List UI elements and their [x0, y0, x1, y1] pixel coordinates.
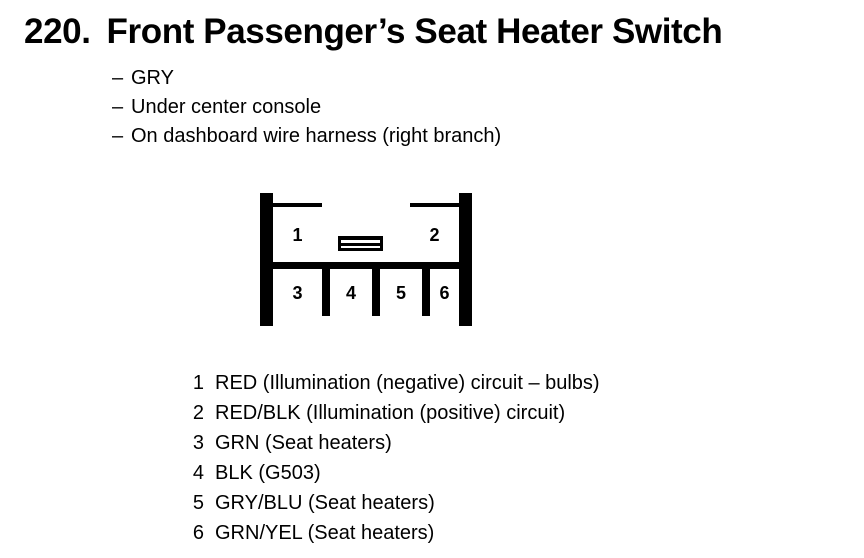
dash-bullet-icon: – — [112, 96, 124, 118]
pin-label: RED (Illumination (negative) circuit – b… — [215, 372, 600, 394]
pin-number: 2 — [192, 402, 204, 424]
page-title-text: Front Passenger’s Seat Heater Switch — [106, 12, 723, 51]
connector-cell-6: 6 — [430, 269, 459, 316]
connector-cell-2: 2 — [410, 207, 459, 262]
pin-label: RED/BLK (Illumination (positive) circuit… — [215, 402, 566, 424]
pin-label: BLK (G503) — [215, 462, 321, 484]
pin-number: 6 — [192, 522, 204, 544]
connector-notch-bottom-right — [446, 316, 459, 326]
pin-number: 3 — [192, 432, 204, 454]
connector-notch-bottom-left — [273, 316, 286, 326]
connector-shell-right — [459, 193, 472, 326]
pin-legend-row: 3 GRN (Seat heaters) — [188, 428, 808, 458]
page-title-number: 220. — [24, 12, 91, 51]
meta-item-label: GRY — [131, 67, 174, 89]
pin-legend-list: 1 RED (Illumination (negative) circuit –… — [188, 368, 808, 548]
connector-top-gap — [322, 193, 410, 262]
connector-notch-top-left — [273, 193, 286, 203]
pin-number: 1 — [192, 372, 204, 394]
page-title: 220. Front Passenger’s Seat Heater Switc… — [24, 12, 840, 52]
pin-legend-row: 5 GRY/BLU (Seat heaters) — [188, 488, 808, 518]
connector-locking-tab-slot-lower — [341, 246, 380, 248]
connector-locking-tab-icon — [338, 236, 383, 251]
pin-legend-row: 4 BLK (G503) — [188, 458, 808, 488]
pin-number: 5 — [192, 492, 204, 514]
pin-legend-row: 1 RED (Illumination (negative) circuit –… — [188, 368, 808, 398]
pin-label: GRY/BLU (Seat heaters) — [215, 492, 435, 514]
connector-cell-3: 3 — [273, 269, 322, 316]
meta-item: – Under center console — [112, 93, 812, 122]
connector-meta-list: – GRY – Under center console – On dashbo… — [112, 64, 812, 151]
connector-diagram: 1 2 3 4 5 6 — [260, 193, 472, 326]
dash-bullet-icon: – — [112, 67, 124, 89]
pin-legend-row: 6 GRN/YEL (Seat heaters) — [188, 518, 808, 548]
pin-label: GRN/YEL (Seat heaters) — [215, 522, 435, 544]
connector-cell-1: 1 — [273, 207, 322, 262]
connector-cell-5: 5 — [380, 269, 422, 316]
connector-locking-tab-slot — [341, 240, 380, 243]
meta-item-label: On dashboard wire harness (right branch) — [131, 125, 502, 147]
connector-cell-4: 4 — [330, 269, 372, 316]
meta-item-label: Under center console — [131, 96, 322, 118]
connector-shell-left — [260, 193, 273, 326]
pin-label: GRN (Seat heaters) — [215, 432, 392, 454]
meta-item: – On dashboard wire harness (right branc… — [112, 122, 812, 151]
meta-item: – GRY — [112, 64, 812, 93]
pin-legend-row: 2 RED/BLK (Illumination (positive) circu… — [188, 398, 808, 428]
dash-bullet-icon: – — [112, 125, 124, 147]
connector-notch-top-right — [446, 193, 459, 203]
pin-number: 4 — [192, 462, 204, 484]
